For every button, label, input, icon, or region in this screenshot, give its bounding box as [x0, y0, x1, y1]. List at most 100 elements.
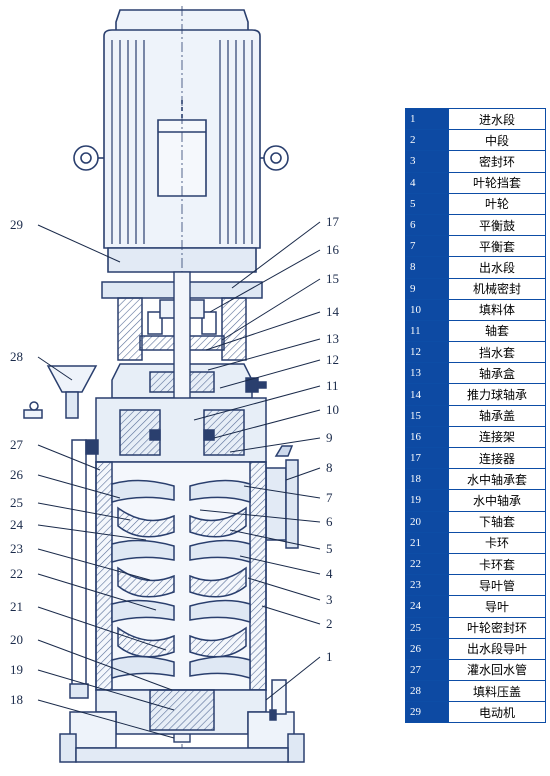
- callout-4: 4: [326, 566, 333, 581]
- legend-row-number: 14: [405, 383, 449, 406]
- legend-row-number: 8: [405, 256, 449, 279]
- callout-1: 1: [326, 649, 333, 664]
- return-pipe: [23, 365, 99, 699]
- callout-22: 22: [10, 566, 23, 581]
- legend-row-part-name: 水中轴承套: [448, 468, 546, 491]
- legend-row-number: 28: [405, 680, 449, 703]
- pump-stages: [95, 461, 267, 691]
- legend-row-number: 7: [405, 235, 449, 258]
- legend-row-part-name: 填料体: [448, 298, 546, 321]
- legend-row-number: 5: [405, 192, 449, 215]
- callout-21: 21: [10, 599, 23, 614]
- callout-8: 8: [326, 460, 333, 475]
- legend-row-part-name: 出水段导叶: [448, 637, 546, 660]
- legend-row-part-name: 填料压盖: [448, 680, 546, 703]
- legend-row-number: 19: [405, 489, 449, 512]
- motor: [73, 9, 289, 273]
- callout-16: 16: [326, 242, 340, 257]
- callout-27: 27: [10, 437, 24, 452]
- callout-14: 14: [326, 304, 340, 319]
- callout-23: 23: [10, 541, 23, 556]
- legend-row-number: 26: [405, 637, 449, 660]
- legend-row-part-name: 叶轮: [448, 192, 546, 215]
- legend-row-part-name: 导叶: [448, 595, 546, 618]
- outlet-section: [95, 397, 299, 549]
- legend-row-number: 4: [405, 171, 449, 194]
- legend-row-part-name: 导叶管: [448, 574, 546, 597]
- legend-row-part-name: 下轴套: [448, 510, 546, 533]
- callout-20: 20: [10, 632, 23, 647]
- legend-row-number: 10: [405, 298, 449, 321]
- callout-17: 17: [326, 214, 340, 229]
- legend-row-number: 6: [405, 213, 449, 237]
- callout-28: 28: [10, 349, 23, 364]
- legend-row-part-name: 平衡鼓: [448, 213, 546, 237]
- callout-3: 3: [326, 592, 333, 607]
- legend-row-part-name: 叶轮密封环: [448, 616, 546, 639]
- legend-row-number: 25: [405, 616, 449, 639]
- legend-row-part-name: 平衡套: [448, 235, 546, 258]
- callouts-left: 29 28 27 26 25 24 23 22 21 20 19 18: [10, 217, 24, 707]
- legend-row-number: 21: [405, 531, 449, 554]
- legend-row-number: 15: [405, 404, 449, 427]
- legend-row-number: 1: [405, 107, 449, 131]
- callout-12: 12: [326, 352, 339, 367]
- legend-row-part-name: 密封环: [448, 150, 546, 173]
- legend-row-number: 18: [405, 468, 449, 491]
- legend-row-number: 3: [405, 150, 449, 173]
- callouts-right: 17 16 15 14 13 12 11 10 9 8 7 6 5 4 3 2 …: [326, 214, 340, 664]
- legend-row-number: 11: [405, 319, 449, 343]
- legend-row-part-name: 挡水套: [448, 341, 546, 364]
- legend-row-part-name: 电动机: [448, 701, 546, 724]
- legend-row-part-name: 卡环: [448, 531, 546, 554]
- legend-row-part-name: 进水段: [448, 107, 546, 131]
- callout-9: 9: [326, 430, 333, 445]
- callout-2: 2: [326, 616, 333, 631]
- legend-row-part-name: 连接器: [448, 446, 546, 470]
- legend-row-part-name: 轴套: [448, 319, 546, 343]
- legend-row-part-name: 出水段: [448, 256, 546, 279]
- legend-row-number: 29: [405, 701, 449, 724]
- legend-row-number: 16: [405, 425, 449, 449]
- callout-13: 13: [326, 331, 339, 346]
- legend-row-part-name: 机械密封: [448, 277, 546, 300]
- callout-5: 5: [326, 541, 333, 556]
- callout-11: 11: [326, 378, 339, 393]
- legend-row-part-name: 灌水回水管: [448, 658, 546, 682]
- legend-row-number: 9: [405, 277, 449, 300]
- legend-row-number: 12: [405, 341, 449, 364]
- callout-29: 29: [10, 217, 23, 232]
- inlet-base: [59, 679, 305, 763]
- callout-10: 10: [326, 402, 339, 417]
- callout-26: 26: [10, 467, 24, 482]
- callout-24: 24: [10, 517, 24, 532]
- legend-row-number: 20: [405, 510, 449, 533]
- legend-row-number: 17: [405, 446, 449, 470]
- legend-row-number: 22: [405, 552, 449, 576]
- legend-row-number: 27: [405, 658, 449, 682]
- legend-row-part-name: 叶轮挡套: [448, 171, 546, 194]
